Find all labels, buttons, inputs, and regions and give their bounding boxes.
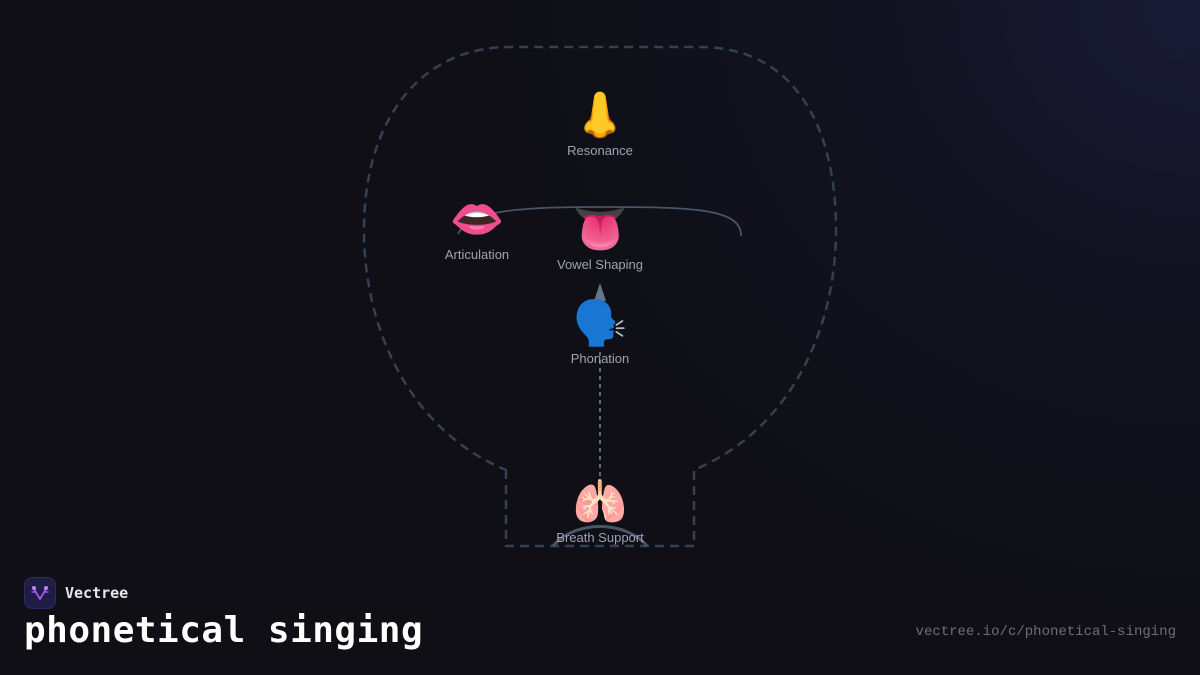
- node-label: Articulation: [444, 247, 510, 262]
- arrowhead-icon: [594, 283, 606, 301]
- node-breath-support[interactable]: 🫁 Breath Support: [556, 478, 644, 546]
- node-phonation[interactable]: 🗣️ Phonation: [570, 299, 630, 367]
- articulation-curve: [457, 206, 742, 237]
- vectree-logo-icon: [24, 577, 56, 609]
- node-vowel-shaping[interactable]: 👅 Vowel Shaping: [556, 205, 644, 273]
- node-label: Phonation: [570, 351, 630, 366]
- lungs-icon: 🫁: [572, 478, 628, 527]
- brand: Vectree: [24, 577, 128, 609]
- node-label: Resonance: [567, 143, 633, 158]
- tongue-icon: 👅: [572, 205, 628, 254]
- brand-name: Vectree: [65, 584, 129, 602]
- node-articulation[interactable]: 👄 Articulation: [444, 195, 510, 263]
- node-label: Vowel Shaping: [556, 257, 644, 272]
- node-label: Breath Support: [556, 530, 644, 545]
- nose-icon: 👃: [572, 91, 628, 140]
- page-title: phonetical singing: [24, 610, 424, 651]
- speaking-head-icon: 🗣️: [572, 299, 628, 348]
- head-outline: [362, 45, 838, 548]
- mouth-icon: 👄: [449, 195, 505, 244]
- page-url[interactable]: vectree.io/c/phonetical-singing: [915, 624, 1176, 640]
- node-resonance[interactable]: 👃 Resonance: [567, 91, 633, 159]
- breath-arc: [551, 525, 649, 548]
